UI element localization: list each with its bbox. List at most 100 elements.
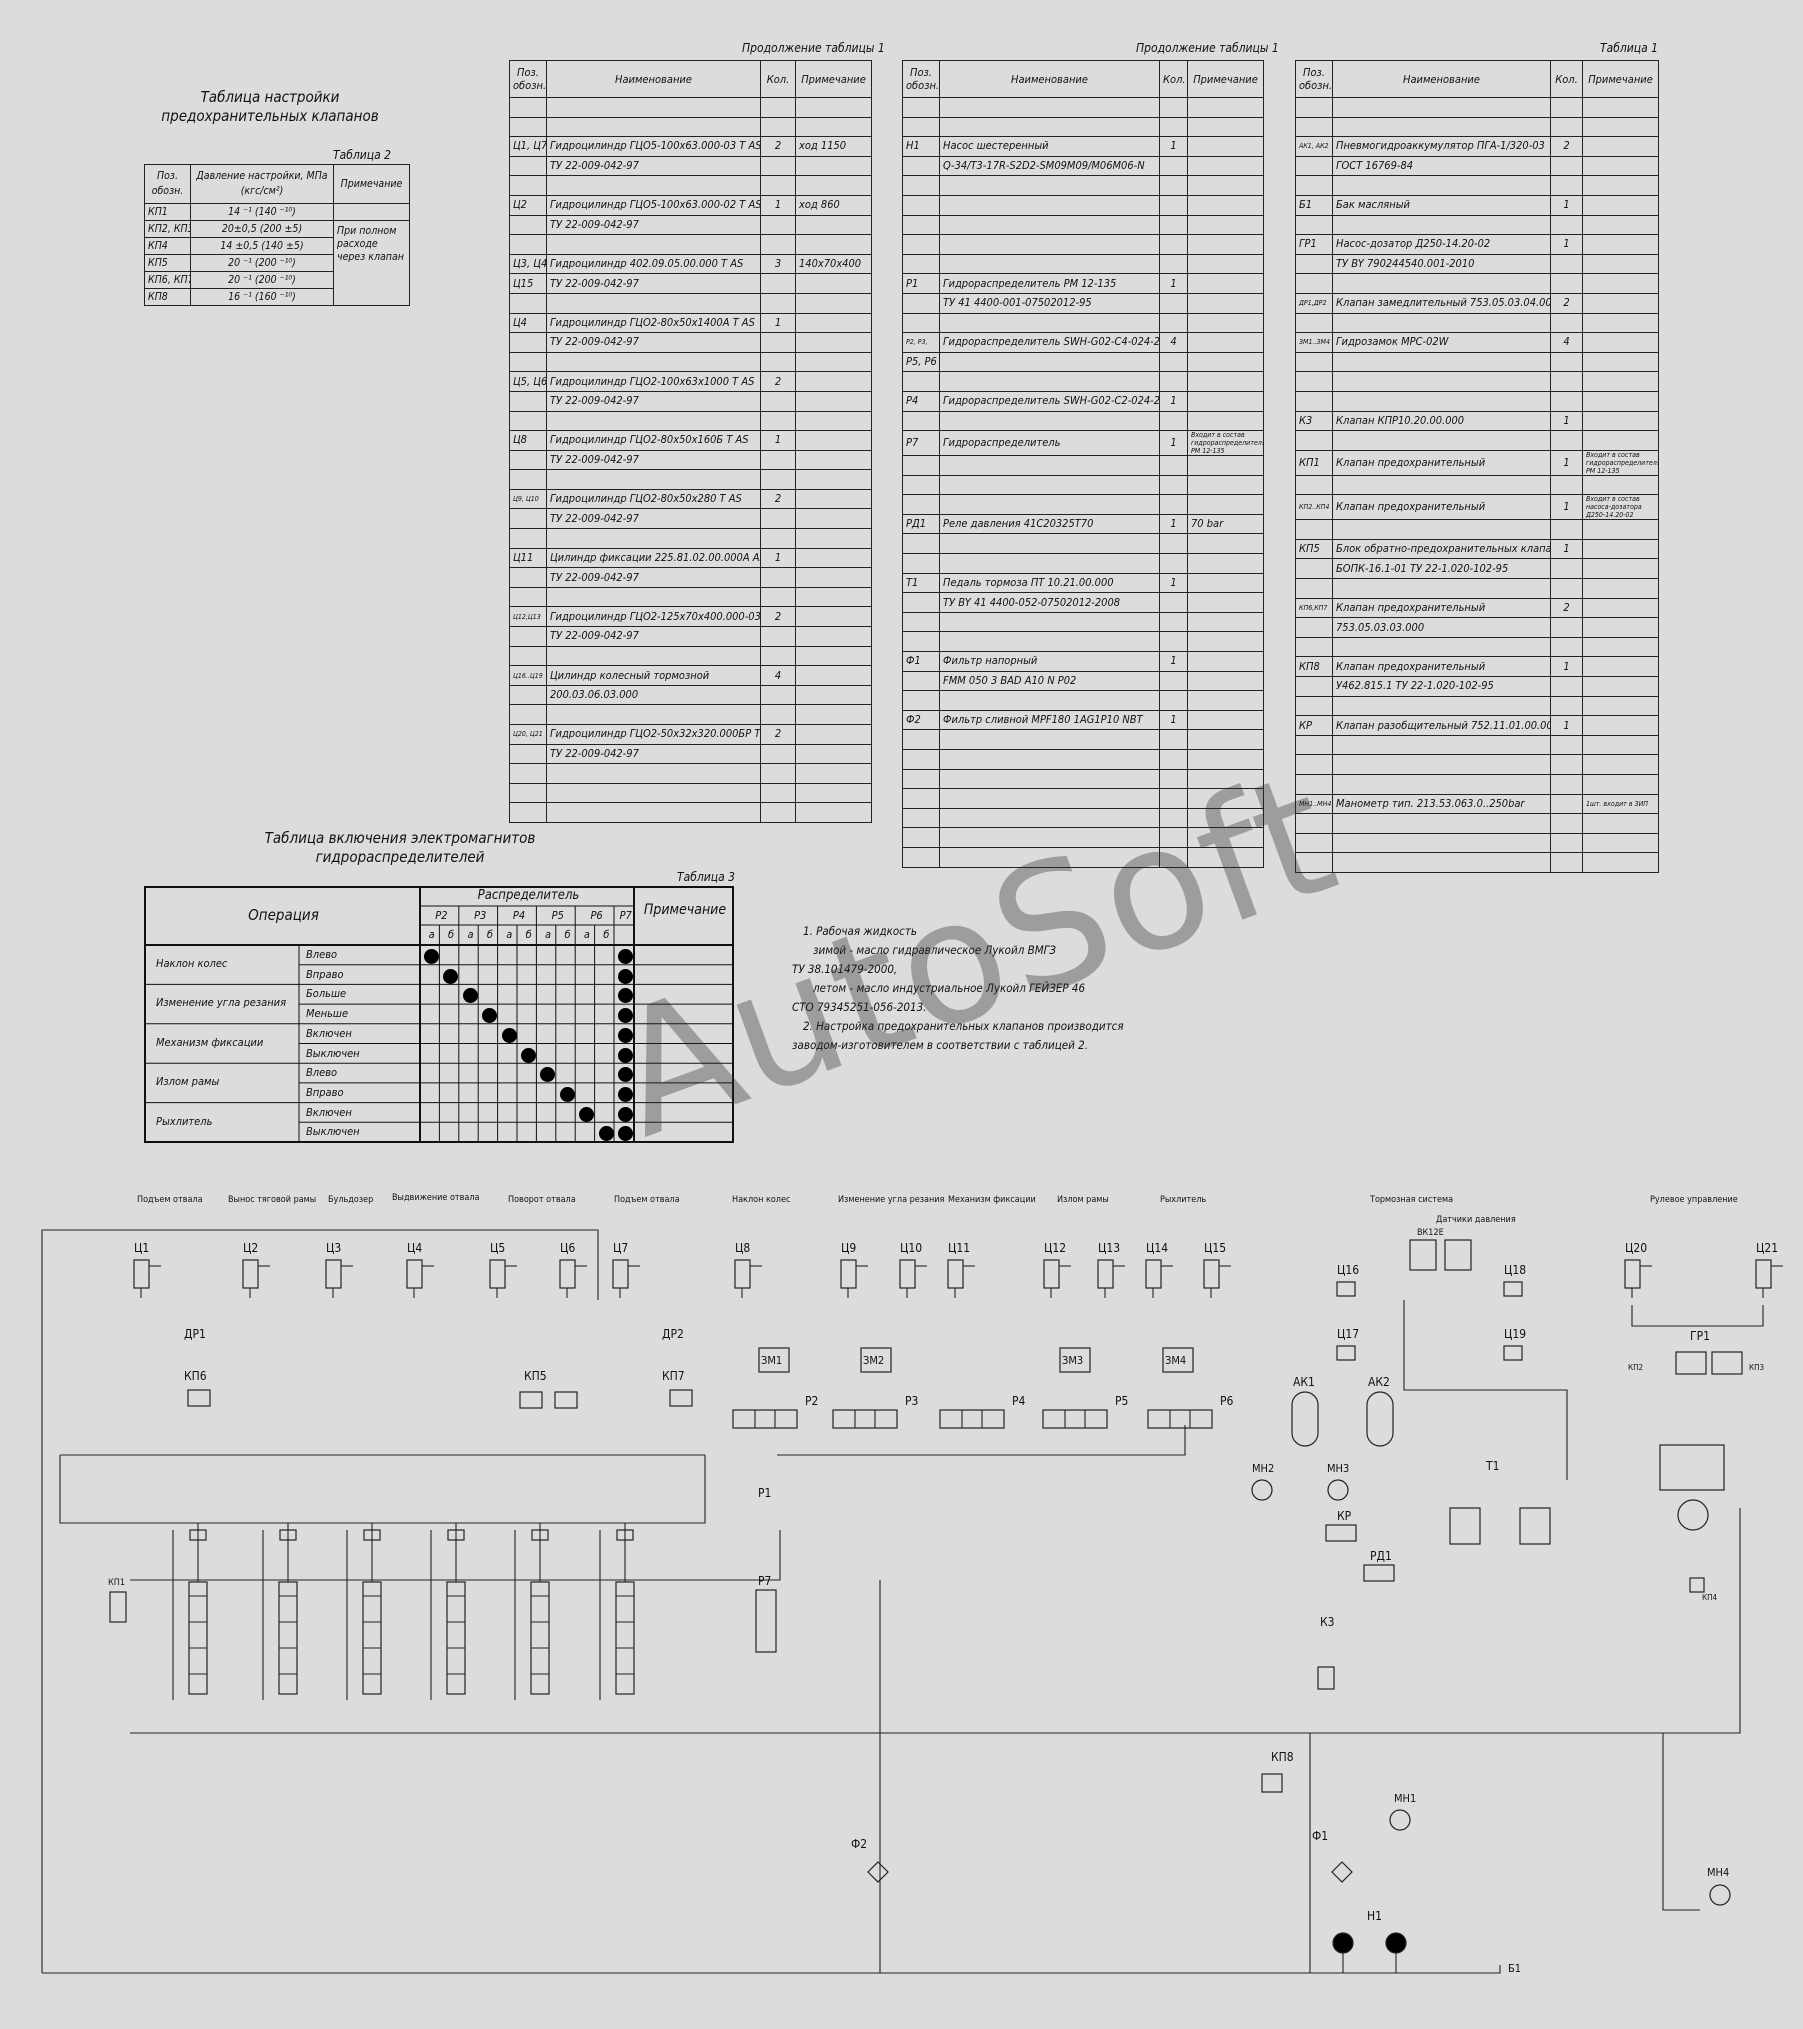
- table-row: [1295, 636, 1659, 658]
- name-cell: [1332, 734, 1551, 756]
- table-row: [902, 175, 1264, 196]
- qty-cell: 1: [1550, 538, 1583, 560]
- name-cell: [1332, 695, 1551, 717]
- p7-on-dot: [618, 968, 633, 984]
- cylinder-label: Ц17: [1337, 1327, 1359, 1341]
- table-row: [902, 768, 1264, 790]
- table-row: [1295, 774, 1659, 795]
- qty-cell: 1: [760, 312, 796, 334]
- note-cell: [1582, 813, 1659, 834]
- note-cell: [1187, 97, 1264, 118]
- qty-cell: [1159, 749, 1188, 770]
- name-cell: [1332, 430, 1551, 451]
- qty-cell: [760, 743, 796, 765]
- qty-cell: [1550, 214, 1583, 236]
- brake-cylinder: [1503, 1345, 1523, 1361]
- valve-label: Р7: [758, 1574, 771, 1588]
- name-cell: [1332, 175, 1551, 196]
- note-cell: [1582, 214, 1659, 236]
- table-row: 200.03.06.03.000: [509, 684, 872, 706]
- name-cell: [1332, 578, 1551, 599]
- solenoid-valve: [832, 1409, 898, 1429]
- pos-cell: [509, 802, 547, 823]
- table-row: [902, 455, 1264, 476]
- note-cell: [1187, 175, 1264, 196]
- cylinder-body: [1043, 1259, 1060, 1289]
- table-row: ТУ 22-009-042-97: [509, 390, 872, 412]
- pos-cell: [902, 553, 940, 574]
- cylinder-label: Ц7: [613, 1241, 628, 1255]
- name-cell: ТУ BY 790244540.001-2010: [1332, 253, 1551, 275]
- cylinder-label: Ц14: [1146, 1241, 1168, 1255]
- note-cell: Входит в состав гидрораспределителя РМ 1…: [1187, 430, 1264, 457]
- header-cell: Поз. обозн.: [902, 60, 940, 98]
- section-label: Изменение угла резания: [838, 1195, 945, 1205]
- pos-cell: [902, 214, 940, 236]
- header-cell: Кол.: [1159, 60, 1188, 98]
- pos-cell: [1295, 175, 1333, 196]
- pos-cell: [902, 312, 940, 334]
- name-cell: [939, 234, 1160, 255]
- name-cell: [546, 586, 761, 608]
- table-row: [1295, 430, 1659, 451]
- accumulator: [1291, 1391, 1319, 1447]
- qty-cell: [1550, 371, 1583, 392]
- pos-cell: [1295, 578, 1333, 599]
- cylinder-body: [1203, 1259, 1220, 1289]
- cylinder-body: [559, 1259, 576, 1289]
- hydraulic-lock: [1162, 1347, 1194, 1373]
- qty-cell: 1: [760, 194, 796, 216]
- qty-cell: [760, 390, 796, 412]
- pos-cell: Ф2: [902, 709, 940, 731]
- name-cell: [939, 312, 1160, 334]
- distributor-label: Р5: [551, 909, 564, 922]
- pos-cell: [509, 645, 547, 667]
- note-cell: [1582, 676, 1659, 697]
- note-cell: [795, 743, 872, 765]
- note-cell: [795, 724, 872, 745]
- cylinder-label: Ц11: [948, 1241, 970, 1255]
- table-row: [902, 214, 1264, 236]
- note-cell: Входит в состав гидрораспределителя РМ 1…: [1582, 449, 1659, 476]
- note-cell: [1187, 572, 1264, 594]
- pos-cell: [1295, 273, 1333, 294]
- note-cell: [795, 802, 872, 823]
- sub-column-label: б: [564, 928, 571, 941]
- note-cell: [1187, 136, 1264, 157]
- name-cell: [546, 704, 761, 725]
- table-row: [1295, 390, 1659, 412]
- solenoid-on-dot: [501, 1027, 517, 1043]
- note-cell: [1582, 774, 1659, 795]
- name-cell: Гидрораспределитель: [939, 430, 1160, 457]
- cylinder-body: [489, 1259, 506, 1289]
- return-filter: [867, 1861, 889, 1883]
- pos-cell: [902, 494, 940, 515]
- note-cell: [1582, 175, 1659, 196]
- note-cell: [795, 214, 872, 236]
- note-cell: [795, 430, 872, 451]
- qty-cell: [1159, 670, 1188, 692]
- valve-label: КП2: [1628, 1363, 1643, 1372]
- name-cell: ТУ 22-009-042-97: [546, 390, 761, 412]
- qty-cell: 1: [1550, 715, 1583, 736]
- table-row: [902, 116, 1264, 138]
- table-row: Q-34/Т3-17R-S2D2-SM09M09/M06M06-N: [902, 155, 1264, 177]
- qty-cell: [760, 97, 796, 118]
- table-row: [509, 802, 872, 823]
- pos-cell: Ц1, Ц7: [509, 136, 547, 157]
- name-cell: [1332, 754, 1551, 775]
- note-cell: [795, 508, 872, 530]
- state-label: Влево: [306, 1066, 338, 1080]
- qty-cell: [1159, 194, 1188, 216]
- note-line: 2. Настройка предохранительных клапанов …: [803, 1019, 1124, 1033]
- sub-column-label: а: [583, 928, 590, 941]
- pos-cell: [902, 253, 940, 275]
- note-cell: [1582, 695, 1659, 717]
- table-row: [1295, 813, 1659, 834]
